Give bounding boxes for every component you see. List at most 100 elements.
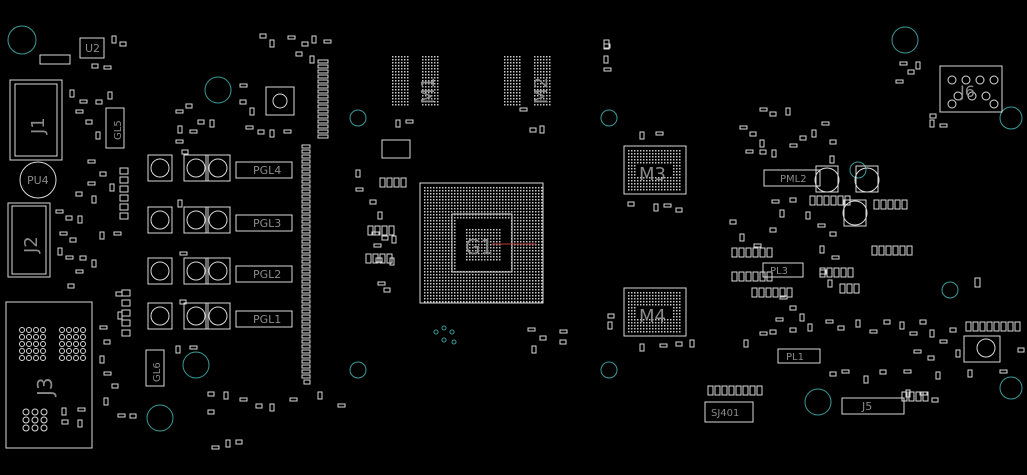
- g1-ball: [526, 193, 528, 195]
- g1-ball: [436, 259, 438, 261]
- g1-ball: [436, 196, 438, 198]
- g1-ball: [487, 259, 489, 261]
- g1-ball: [484, 238, 486, 240]
- m3-ball: [643, 177, 645, 179]
- smd-pad: [77, 215, 83, 224]
- m1-ball: [422, 74, 424, 76]
- g1-ball: [442, 283, 444, 285]
- g1-ball: [535, 220, 537, 222]
- smd-pad: [269, 39, 275, 48]
- m3-ball: [667, 180, 669, 182]
- g1-ball: [523, 247, 525, 249]
- g1-ball: [472, 298, 474, 300]
- m2-ball: [507, 77, 509, 79]
- m3-ball: [637, 183, 639, 185]
- g1-ball: [442, 190, 444, 192]
- g1-ball: [520, 220, 522, 222]
- m4-ball: [661, 322, 663, 324]
- g1-ball: [508, 214, 510, 216]
- g1-ball: [427, 235, 429, 237]
- g1-ball: [532, 223, 534, 225]
- g1-ball: [436, 220, 438, 222]
- outlines: [5, 37, 1003, 449]
- g1-ball: [430, 292, 432, 294]
- m2-ball: [540, 74, 542, 76]
- m1-ball: [401, 89, 403, 91]
- g1-ball: [472, 208, 474, 210]
- g1-ball: [442, 247, 444, 249]
- smd-pad: [785, 107, 791, 116]
- g1-ball: [424, 217, 426, 219]
- g1-ball: [514, 190, 516, 192]
- g1-ball: [451, 205, 453, 207]
- m4-ball: [673, 307, 675, 309]
- m1-ball: [431, 65, 433, 67]
- g1-ball: [526, 196, 528, 198]
- m4-ball: [676, 313, 678, 315]
- g1-ball: [502, 277, 504, 279]
- g1-ball: [532, 256, 534, 258]
- resistor-array: [974, 277, 981, 288]
- m1-ball: [392, 89, 394, 91]
- resistor-array: [751, 287, 758, 298]
- g1-ball: [454, 229, 456, 231]
- m4-ball: [637, 295, 639, 297]
- m4-ball: [646, 304, 648, 306]
- j3-pin: [22, 408, 30, 416]
- g1-ball: [484, 244, 486, 246]
- g1-ball: [487, 196, 489, 198]
- g1-ball: [430, 244, 432, 246]
- g1-ball: [532, 193, 534, 195]
- m3-ball: [673, 183, 675, 185]
- m4-ball: [649, 325, 651, 327]
- smd-pad: [863, 375, 869, 384]
- m1-ball: [404, 83, 406, 85]
- smd-pad: [355, 187, 364, 192]
- m2-ball: [513, 92, 515, 94]
- m2-ball: [537, 95, 539, 97]
- g1-ball: [493, 247, 495, 249]
- m3-ball: [643, 186, 645, 188]
- g1-ball: [505, 214, 507, 216]
- g1-ball: [484, 286, 486, 288]
- m1-ball: [428, 89, 430, 91]
- g1-ball: [487, 235, 489, 237]
- smd-pad: [607, 321, 613, 330]
- m2-ball: [507, 59, 509, 61]
- g1-ball: [523, 229, 525, 231]
- m3-ball: [628, 162, 630, 164]
- smd-pad: [257, 129, 265, 135]
- g1-ball: [517, 241, 519, 243]
- m1-ball: [407, 95, 409, 97]
- smd-pad: [67, 283, 75, 289]
- pu4-outline: [19, 161, 57, 199]
- m3-ball: [637, 150, 639, 152]
- m4-ball: [646, 295, 648, 297]
- pad-column: [301, 244, 311, 249]
- g1-ball: [472, 292, 474, 294]
- g1-ball: [481, 232, 483, 234]
- m4-ball: [679, 301, 681, 303]
- g1-ball: [430, 286, 432, 288]
- j3-pin: [19, 327, 25, 333]
- m4-ball: [658, 304, 660, 306]
- m1-ball: [404, 95, 406, 97]
- g1-ball: [493, 202, 495, 204]
- g1-ball: [481, 235, 483, 237]
- m4-ball: [652, 319, 654, 321]
- g1-ball: [484, 187, 486, 189]
- resistor-array: [388, 225, 395, 236]
- m4-ball: [631, 325, 633, 327]
- m1-ball: [431, 83, 433, 85]
- pad-column: [317, 124, 329, 129]
- g1-ball: [433, 280, 435, 282]
- m3-ball: [679, 186, 681, 188]
- g1-ball: [430, 283, 432, 285]
- m2-ball: [510, 56, 512, 58]
- smd-pad: [805, 211, 811, 220]
- j3-pin: [80, 334, 86, 340]
- g1-ball: [541, 289, 543, 291]
- j3-pin: [26, 334, 32, 340]
- smd-pad: [117, 413, 126, 418]
- g1-ball: [520, 295, 522, 297]
